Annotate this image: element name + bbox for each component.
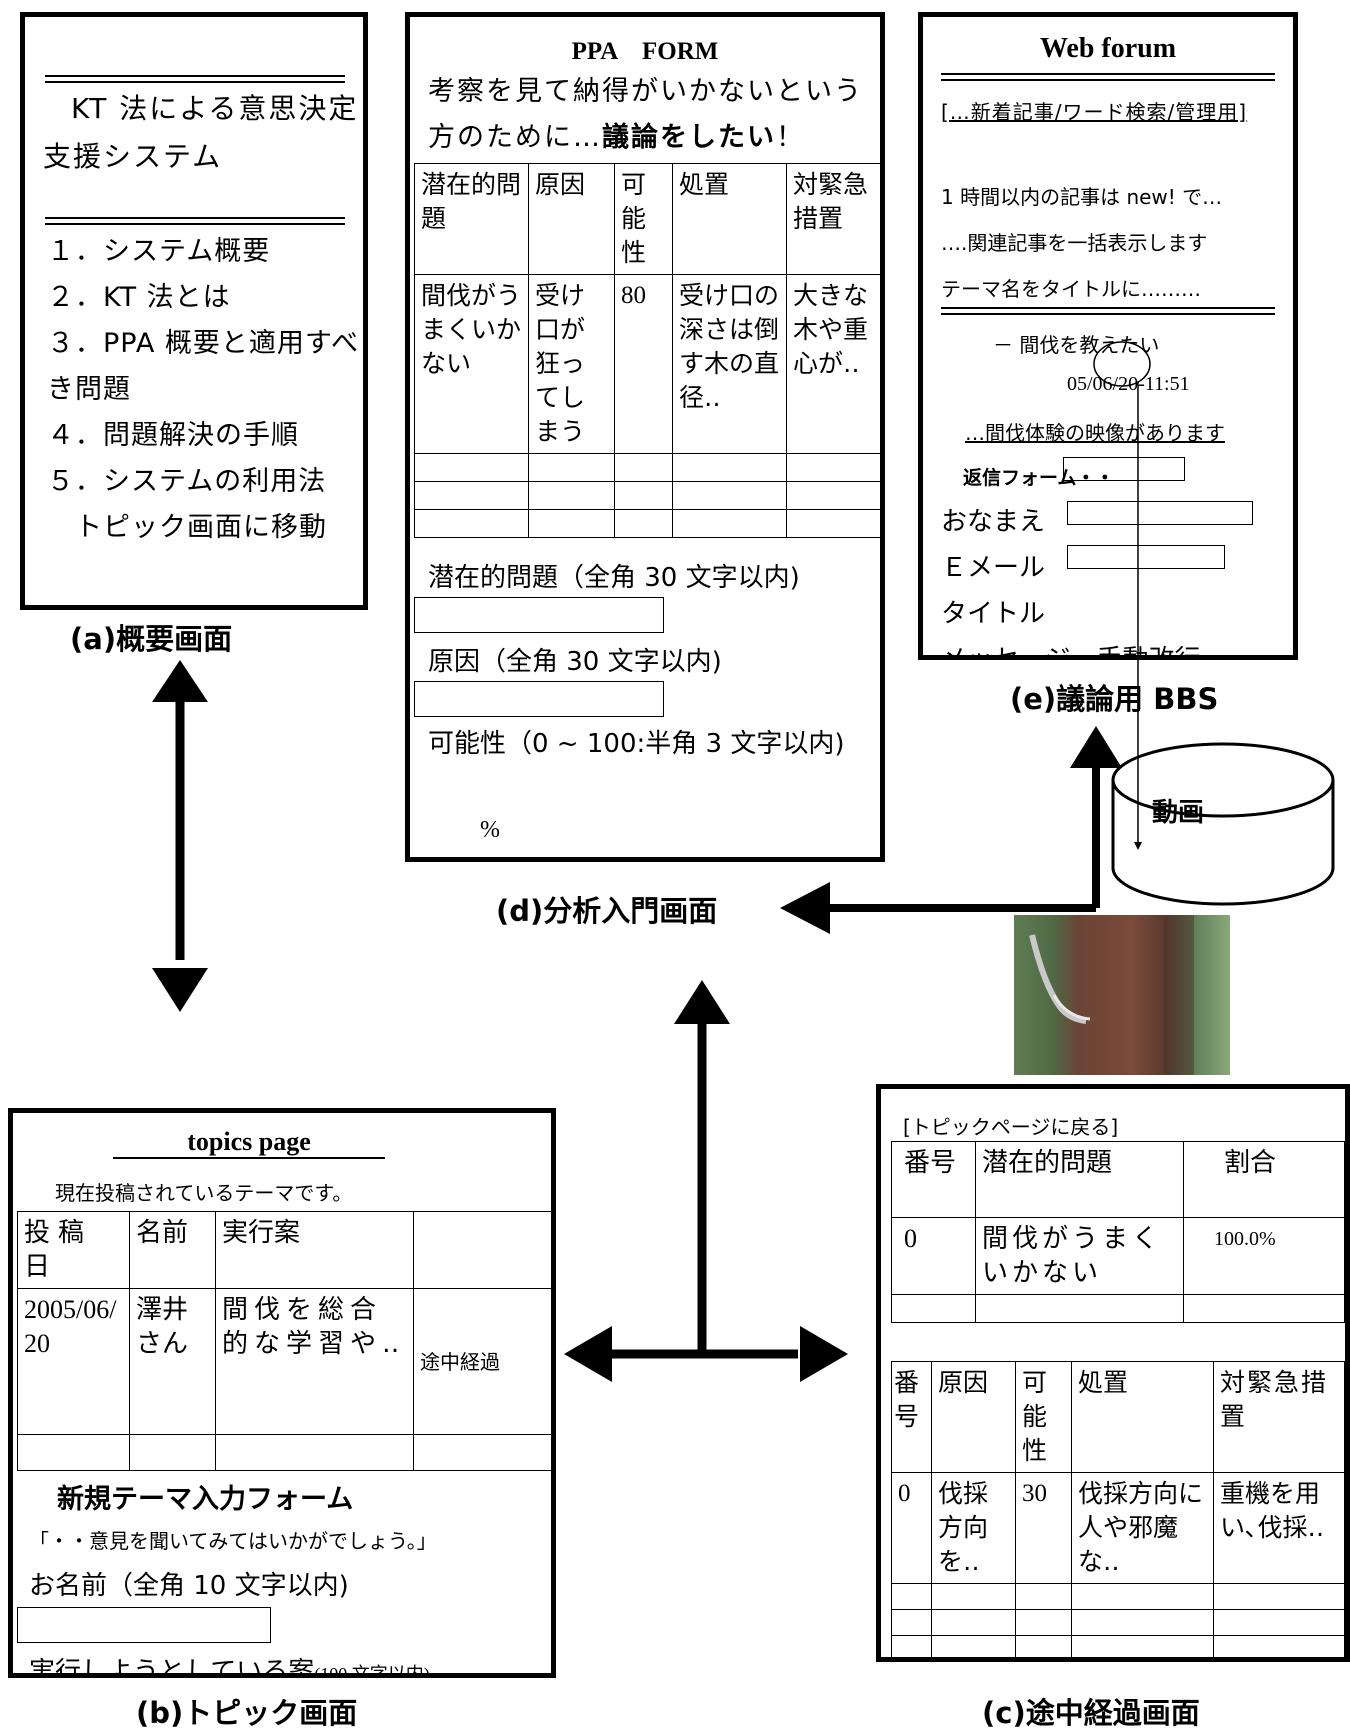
progress-link[interactable]: 途中経過 (413, 1288, 551, 1435)
col-header: 対緊急措置 (786, 163, 880, 275)
analysis-screen: PPA FORM 考察を見て納得がいかないという方のために…議論をしたい！ 潜在… (405, 12, 885, 862)
table-cell: 伐採方向を‥ (931, 1472, 1016, 1584)
caption-e: (e)議論用 BBS (1010, 682, 1219, 716)
table-cell: 2005/06/20 (17, 1288, 130, 1435)
name-input[interactable] (1067, 501, 1253, 525)
forum-nav[interactable]: […新着記事/ワード検索/管理用] (941, 100, 1248, 124)
table-cell: 受け口の深さは倒す木の直径‥ (672, 274, 787, 454)
divider (45, 217, 345, 225)
divider (941, 73, 1275, 81)
caption-c: (c)途中経過画面 (982, 1696, 1200, 1730)
table-cell: 間伐がうまくいかない (414, 274, 529, 454)
table-cell: 受け口が狂ってしまう (528, 274, 615, 454)
message-label: メッセージ 手動改行 (941, 645, 1201, 660)
post-link[interactable]: …間伐体験の映像があります (965, 421, 1225, 445)
field-label: 原因（全角 30 文字以内) (428, 647, 722, 677)
forum-note: テーマ名をタイトルに……… (941, 277, 1201, 301)
col-header: 番号 (891, 1141, 976, 1218)
menu-item-overview[interactable]: １．システム概要 (47, 236, 271, 267)
ppa-table: 潜在的問題 原因 可能性 処置 対緊急措置 間伐がうまくいかない 受け口が狂って… (414, 163, 880, 538)
caption-b: (b)トピック画面 (136, 1696, 358, 1730)
col-header: 原因 (931, 1361, 1016, 1473)
menu-item-kt[interactable]: ２．KT 法とは (47, 282, 231, 313)
col-header: 番号 (891, 1361, 932, 1473)
col-header: 可能性 (614, 163, 673, 275)
menu-item-usage[interactable]: ５．システムの利用法 (47, 466, 327, 497)
table-cell: 0 (891, 1472, 932, 1584)
system-title: KT 法による意思決定支援システム (43, 92, 359, 173)
menu-item-steps[interactable]: ４．問題解決の手順 (47, 420, 299, 451)
form-title: 新規テーマ入力フォーム (57, 1484, 354, 1515)
form-title: PPA FORM (571, 38, 719, 65)
form-desc: 「・・意見を聞いてみてはいかがでしょう。」 (29, 1529, 437, 1553)
email-input[interactable] (1067, 545, 1225, 569)
ratio-table: 番号 潜在的問題 割合 0 間伐がうまくいかない 100.0% (891, 1141, 1345, 1323)
col-header: 処置 (672, 163, 787, 275)
potential-problem-input[interactable] (414, 597, 664, 633)
divider (45, 75, 345, 83)
cause-table: 番号 原因 可能性 処置 対緊急措置 0 伐採方向を‥ 30 伐採方向に人や邪魔… (891, 1361, 1345, 1657)
form-intro: 考察を見て納得がいかないという方のために…議論をしたい！ (428, 76, 863, 153)
col-header: 対緊急措置 (1213, 1361, 1345, 1473)
table-cell: 80 (614, 274, 673, 454)
col-header: 潜在的問題 (414, 163, 529, 275)
divider (941, 307, 1275, 315)
name-label: お名前（全角 10 文字以内) (29, 1571, 349, 1601)
saw-icon (1029, 915, 1194, 1075)
col-header: 原因 (528, 163, 615, 275)
video-db-label: 動画 (1152, 798, 1205, 828)
title-label: タイトル (941, 599, 1046, 629)
caption-d: (d)分析入門画面 (496, 894, 718, 928)
reply-box[interactable] (1063, 457, 1185, 481)
progress-screen: [トピックページに戻る] 番号 潜在的問題 割合 0 間伐がうまくいかない 10… (876, 1084, 1350, 1662)
percent-label: % (480, 817, 500, 843)
topic-screen: topics page 現在投稿されているテーマです。 投稿日 名前 実行案 2… (8, 1108, 556, 1678)
table-cell: 間伐を総合的な学習や‥ (215, 1288, 414, 1435)
col-header: 名前 (129, 1211, 216, 1289)
reply-label: 返信フォーム・・ (963, 467, 1115, 489)
field-label: 可能性（0 ~ 100:半角 3 文字以内) (428, 729, 845, 759)
caption-a: (a)概要画面 (70, 622, 233, 656)
name-label: おなまえ (941, 507, 1046, 537)
video-thumbnail (1014, 915, 1230, 1075)
forum-note: 1 時間以内の記事は new! で… (941, 185, 1223, 209)
back-link[interactable]: [トピックページに戻る] (903, 1115, 1119, 1139)
bbs-screen: Web forum […新着記事/ワード検索/管理用] 1 時間以内の記事は n… (918, 12, 1298, 660)
post-date: 05/06/20-11:51 (1067, 373, 1190, 395)
topics-title: topics page (113, 1127, 385, 1159)
post-title[interactable]: － 間伐を教えたい (993, 333, 1160, 357)
table-cell: 間伐がうまくいかない (975, 1217, 1184, 1295)
topics-desc: 現在投稿されているテーマです。 (55, 1181, 353, 1205)
video-database-icon (1111, 742, 1335, 906)
topic-link[interactable]: トピック画面に移動 (75, 512, 327, 543)
field-label: 潜在的問題（全角 30 文字以内) (428, 563, 800, 593)
col-header: 潜在的問題 (975, 1141, 1184, 1218)
overview-screen: KT 法による意思決定支援システム １．システム概要 ２．KT 法とは ３．PP… (20, 12, 368, 610)
table-cell: 大きな木や重心が‥ (786, 274, 880, 454)
col-header: 処置 (1071, 1361, 1214, 1473)
menu-item-ppa[interactable]: ３．PPA 概要と適用すべき問題 (47, 328, 359, 405)
col-header: 実行案 (215, 1211, 414, 1289)
topics-table: 投稿日 名前 実行案 2005/06/20 澤井さん 間伐を総合的な学習や‥ 途… (17, 1211, 551, 1471)
forum-title: Web forum (1039, 33, 1177, 64)
plan-label: 実行しようとしている案(100 文字以内) (29, 1657, 430, 1678)
email-label: Ｅメール (941, 553, 1046, 583)
table-cell: 伐採方向に人や邪魔な‥ (1071, 1472, 1214, 1584)
cause-input[interactable] (414, 681, 664, 717)
forum-note: ….関連記事を一括表示します (941, 231, 1208, 255)
col-header: 可能性 (1015, 1361, 1072, 1473)
table-cell: 重機を用い､伐採‥ (1213, 1472, 1345, 1584)
name-input[interactable] (17, 1607, 271, 1643)
